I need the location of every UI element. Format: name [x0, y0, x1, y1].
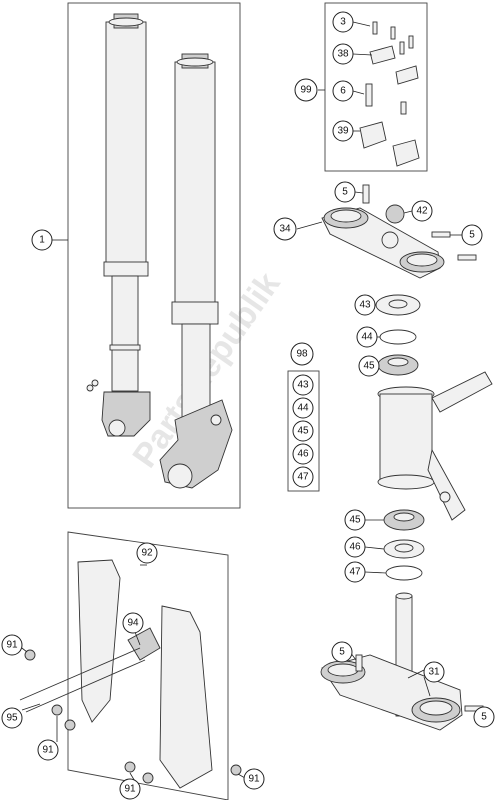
callout-43-upper: 43 [354, 294, 376, 316]
callout-38: 38 [332, 43, 354, 65]
callout-label: 6 [340, 86, 346, 97]
callout-label: 42 [416, 206, 428, 217]
callout-label: 91 [248, 774, 260, 785]
callout-label: 47 [349, 567, 361, 578]
bearing-stack-upper [375, 294, 421, 376]
bearing-stack-lower [383, 509, 425, 581]
callout-98: 98 [290, 342, 314, 366]
callout-45-kit: 45 [292, 420, 314, 442]
callout-91-lower-left: 91 [37, 739, 59, 761]
callout-label: 43 [297, 380, 309, 391]
callout-43-kit: 43 [292, 374, 314, 396]
callout-44-kit: 44 [292, 397, 314, 419]
callout-label: 92 [141, 548, 153, 559]
callout-label: 95 [6, 713, 18, 724]
callout-45-upper: 45 [358, 355, 380, 377]
callout-label: 99 [300, 85, 312, 96]
callout-34: 34 [273, 217, 297, 241]
callout-42: 42 [411, 200, 433, 222]
callout-46-lower: 46 [344, 536, 366, 558]
lower-triple-clamp [320, 592, 484, 731]
callout-94: 94 [122, 612, 144, 634]
callout-label: 5 [481, 712, 487, 723]
callout-91-upper-left: 91 [1, 634, 23, 656]
callout-label: 3 [340, 17, 346, 28]
fork-guards [19, 559, 242, 789]
callout-3: 3 [332, 11, 354, 33]
callout-91-bottom: 91 [119, 778, 141, 800]
callout-label: 46 [349, 542, 361, 553]
callout-44-upper: 44 [356, 326, 378, 348]
callout-5-lower-right: 5 [473, 706, 495, 728]
callout-label: 45 [363, 361, 375, 372]
callout-label: 46 [297, 449, 309, 460]
callout-label: 5 [342, 187, 348, 198]
callout-label: 91 [124, 784, 136, 795]
callout-1: 1 [31, 229, 53, 251]
callout-46-kit: 46 [292, 443, 314, 465]
callout-label: 39 [337, 126, 349, 137]
callout-5-right-bolt: 5 [461, 224, 483, 246]
callout-31: 31 [423, 661, 445, 683]
callout-label: 45 [349, 515, 361, 526]
callout-92: 92 [136, 542, 158, 564]
callout-label: 47 [297, 472, 309, 483]
callout-label: 1 [39, 235, 45, 246]
callout-39: 39 [332, 120, 354, 142]
callout-label: 5 [339, 647, 345, 658]
callout-5-upper: 5 [334, 181, 356, 203]
callout-label: 38 [337, 49, 349, 60]
callout-47-kit: 47 [292, 466, 314, 488]
callout-label: 44 [297, 403, 309, 414]
callout-label: 44 [361, 332, 373, 343]
frame-steering-head [377, 371, 493, 521]
callout-label: 98 [296, 349, 308, 360]
clamp-kit-parts [359, 21, 420, 167]
callout-label: 34 [279, 224, 291, 235]
fork-leg-left [86, 13, 151, 437]
callout-6: 6 [332, 80, 354, 102]
callout-label: 94 [127, 618, 139, 629]
callout-95: 95 [1, 707, 23, 729]
fork-leg-right [159, 53, 233, 489]
callout-5-lower-left: 5 [331, 641, 353, 663]
callout-label: 91 [6, 640, 18, 651]
callout-45-lower: 45 [344, 509, 366, 531]
callout-label: 45 [297, 426, 309, 437]
callout-91-right: 91 [243, 768, 265, 790]
callout-label: 91 [42, 745, 54, 756]
bearing-kit-box [287, 370, 320, 492]
callout-99: 99 [294, 78, 318, 102]
fork-guard-box [67, 531, 229, 800]
clamp-kit-box [324, 2, 428, 172]
callout-label: 31 [428, 667, 440, 678]
fork-assembly-box [67, 2, 241, 509]
callout-label: 43 [359, 300, 371, 311]
callout-47-lower: 47 [344, 561, 366, 583]
callout-label: 5 [469, 230, 475, 241]
upper-triple-clamp [321, 184, 477, 279]
